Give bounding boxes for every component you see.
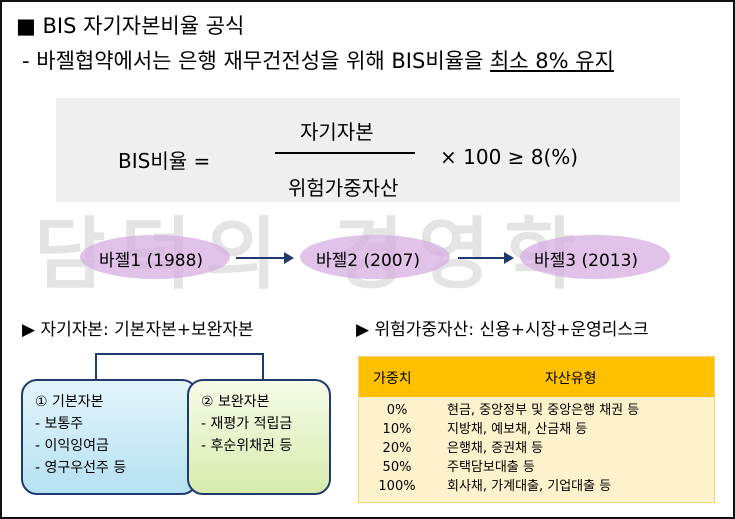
table-cell: 회사채, 가계대출, 기업대출 등 <box>447 479 612 494</box>
subtitle-emphasis: 최소 8% 유지 <box>489 49 614 73</box>
table-cell: 주택담보대출 등 <box>447 460 535 475</box>
timeline-oval-3 <box>520 235 670 279</box>
timeline-oval-1 <box>80 235 230 279</box>
timeline-item-basel2: 바젤2 (2007) <box>316 251 421 271</box>
weight-column: 0% 10% 20% 50% 100% <box>359 401 435 496</box>
basic-capital-title: ① 기본자본 <box>35 394 104 410</box>
table-cell: 은행채, 증권채 등 <box>447 441 544 456</box>
subtitle-text: - 바젤협약에서는 은행 재무건전성을 위해 BIS비율을 <box>22 49 490 73</box>
table-cell: 현금, 중앙정부 및 중앙은행 채권 등 <box>447 403 640 418</box>
arrow-right-icon <box>236 252 294 264</box>
supplementary-capital-card: ② 보완자본 - 재평가 적립금 - 후순위채권 등 <box>187 379 331 495</box>
table-cell: 0% <box>386 403 408 418</box>
asset-type-column: 현금, 중앙정부 및 중앙은행 채권 등 지방채, 예보채, 산금채 등 은행채… <box>447 401 639 496</box>
formula-box <box>56 98 680 202</box>
list-item: - 보통주 <box>35 416 84 432</box>
supplementary-capital-title: ② 보완자본 <box>201 394 270 410</box>
risk-weight-table: 가중치 자산유형 0% 10% 20% 50% 100% 현금, 중앙정부 및 … <box>358 356 715 503</box>
fraction-bar <box>275 152 415 154</box>
formula-numerator: 자기자본 <box>300 120 374 144</box>
table-cell: 10% <box>382 422 412 437</box>
formula-left: BIS비율 = <box>118 149 211 173</box>
list-item: - 재평가 적립금 <box>201 416 293 432</box>
table-cell: 20% <box>382 441 412 456</box>
formula-right: × 100 ≥ 8(%) <box>440 145 579 169</box>
list-item: - 후순위채권 등 <box>201 438 293 454</box>
table-cell: 50% <box>382 460 412 475</box>
tree-connector <box>95 353 264 381</box>
timeline-item-basel1: 바젤1 (1988) <box>99 251 204 271</box>
rwa-heading: ▶ 위험가중자산: 신용+시장+운영리스크 <box>356 320 649 340</box>
table-cell: 100% <box>378 479 416 494</box>
timeline-item-basel3: 바젤3 (2013) <box>534 251 639 271</box>
list-item: - 이익잉여금 <box>35 438 109 454</box>
basic-capital-card: ① 기본자본 - 보통주 - 이익잉여금 - 영구우선주 등 <box>21 379 198 495</box>
table-cell: 지방채, 예보채, 산금채 등 <box>447 422 588 437</box>
subtitle: - 바젤협약에서는 은행 재무건전성을 위해 BIS비율을 최소 8% 유지 <box>22 45 614 75</box>
table-header: 가중치 자산유형 <box>359 357 714 397</box>
capital-heading: ▶ 자기자본: 기본자본+보완자본 <box>22 320 254 340</box>
page-title: ■ BIS 자기자본비율 공식 <box>16 14 245 38</box>
list-item: - 영구우선주 등 <box>35 460 127 476</box>
formula-denominator: 위험가중자산 <box>288 176 399 200</box>
column-header-asset-type: 자산유형 <box>545 371 597 387</box>
timeline-oval-2 <box>300 235 450 279</box>
column-header-weight: 가중치 <box>373 371 412 387</box>
arrow-right-icon <box>458 252 514 264</box>
